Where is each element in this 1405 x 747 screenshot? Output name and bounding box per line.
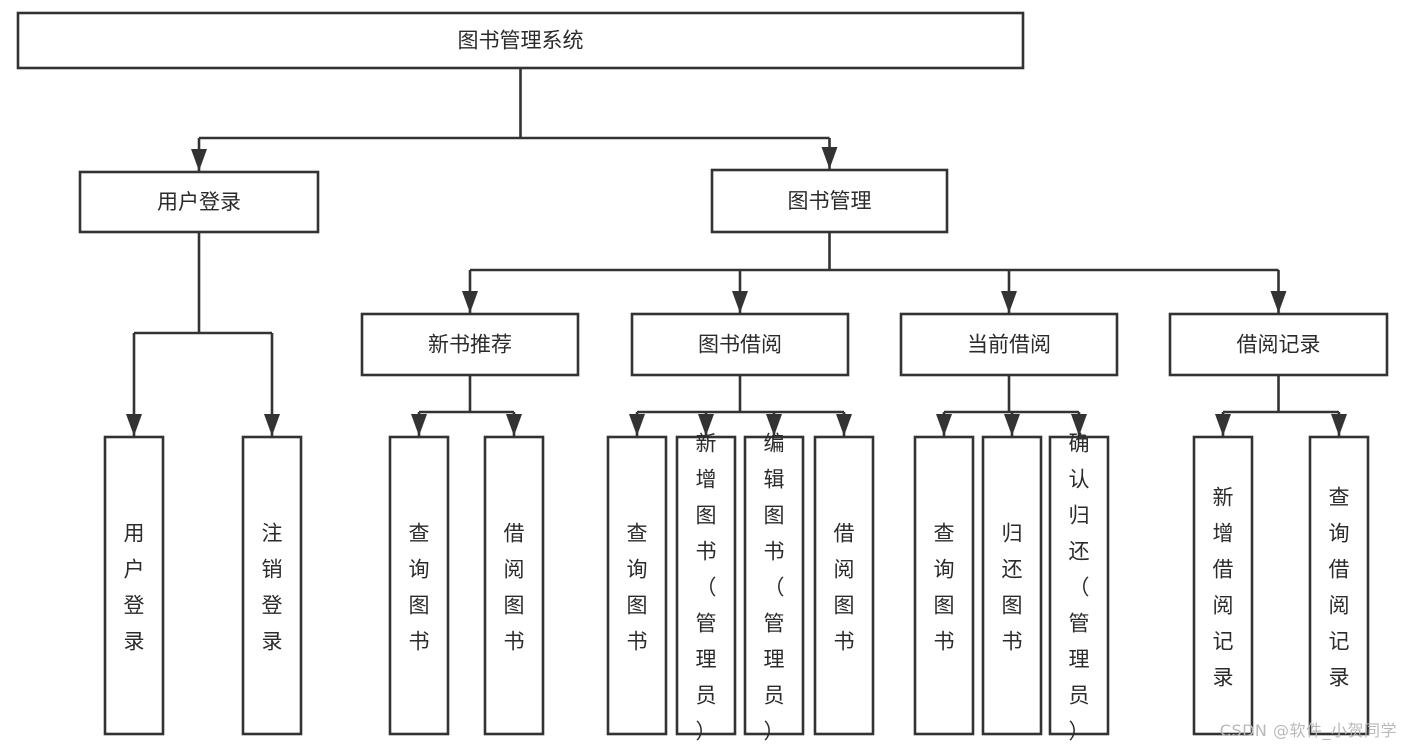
node-l1-图书管理[interactable]: 图书管理 bbox=[710, 168, 949, 234]
leaf-8-查询图书-label: 查询图书 bbox=[934, 522, 955, 654]
leaf-4-查询图书-label: 查询图书 bbox=[627, 522, 648, 654]
leaf-5-新增图书管理员-rect[interactable] bbox=[675, 435, 737, 736]
node-root-图书管理系统-rect[interactable] bbox=[16, 11, 1025, 70]
node-l2-新书推荐-rect[interactable] bbox=[360, 312, 580, 377]
csdn-watermark: CSDN @软件_小贺同学 bbox=[1219, 721, 1397, 740]
leaf-11-新增借阅记录-label: 新增借阅记录 bbox=[1213, 486, 1234, 690]
leaf-2-查询图书[interactable]: 查询图书 bbox=[388, 435, 450, 736]
arrow-当前借阅-to-查询图书 bbox=[936, 414, 952, 436]
leaf-12-查询借阅记录-rect[interactable] bbox=[1308, 435, 1370, 736]
arrow-root-to-用户登录 bbox=[191, 149, 207, 171]
node-l1-用户登录-label: 用户登录 bbox=[157, 190, 241, 214]
leaf-11-新增借阅记录[interactable]: 新增借阅记录 bbox=[1192, 435, 1254, 736]
node-root-图书管理系统[interactable]: 图书管理系统 bbox=[16, 11, 1025, 70]
leaf-7-借阅图书-label: 借阅图书 bbox=[834, 522, 855, 654]
leaf-2-查询图书-rect[interactable] bbox=[388, 435, 450, 736]
arrow-当前借阅-to-确认归还管理员 bbox=[1071, 414, 1087, 436]
leaf-5-新增图书管理员[interactable]: 新增图书（管理员） bbox=[675, 432, 737, 744]
node-l1-图书管理-label: 图书管理 bbox=[788, 189, 872, 213]
node-l2-图书借阅-rect[interactable] bbox=[630, 312, 850, 377]
node-l2-当前借阅-label: 当前借阅 bbox=[967, 333, 1051, 357]
node-l2-新书推荐[interactable]: 新书推荐 bbox=[360, 312, 580, 377]
arrow-books-to-新书推荐 bbox=[462, 291, 478, 313]
leaf-6-编辑图书管理员[interactable]: 编辑图书（管理员） bbox=[743, 432, 805, 744]
arrow-借阅记录-to-查询借阅记录 bbox=[1331, 414, 1347, 436]
connector-layer bbox=[126, 68, 1347, 436]
arrow-books-to-图书借阅 bbox=[732, 291, 748, 313]
leaf-3-借阅图书[interactable]: 借阅图书 bbox=[483, 435, 545, 736]
leaf-1-注销登录-label: 注销登录 bbox=[262, 522, 283, 654]
leaf-9-归还图书-label: 归还图书 bbox=[1002, 522, 1023, 654]
node-l2-借阅记录[interactable]: 借阅记录 bbox=[1168, 312, 1389, 377]
arrow-图书借阅-to-编辑图书管理员 bbox=[766, 414, 782, 436]
leaf-0-用户登录[interactable]: 用户登录 bbox=[103, 435, 165, 736]
leaf-12-查询借阅记录[interactable]: 查询借阅记录 bbox=[1308, 435, 1370, 736]
leaf-3-借阅图书-label: 借阅图书 bbox=[504, 522, 525, 654]
leaf-10-确认归还管理员-label: 确认归还（管理员） bbox=[1069, 432, 1090, 744]
node-root-图书管理系统-label: 图书管理系统 bbox=[458, 29, 584, 53]
leaf-12-查询借阅记录-label: 查询借阅记录 bbox=[1329, 486, 1350, 690]
leaf-8-查询图书[interactable]: 查询图书 bbox=[913, 435, 975, 736]
leaf-0-用户登录-label: 用户登录 bbox=[124, 522, 145, 654]
leaf-6-编辑图书管理员-rect[interactable] bbox=[743, 435, 805, 736]
leaf-2-查询图书-label: 查询图书 bbox=[409, 522, 430, 654]
leaf-7-借阅图书-rect[interactable] bbox=[813, 435, 875, 736]
node-l2-借阅记录-rect[interactable] bbox=[1168, 312, 1389, 377]
leaf-7-借阅图书[interactable]: 借阅图书 bbox=[813, 435, 875, 736]
leaf-9-归还图书[interactable]: 归还图书 bbox=[981, 435, 1043, 736]
arrow-图书借阅-to-新增图书管理员 bbox=[698, 414, 714, 436]
node-l2-当前借阅[interactable]: 当前借阅 bbox=[899, 312, 1119, 377]
leaf-10-确认归还管理员[interactable]: 确认归还（管理员） bbox=[1048, 432, 1110, 744]
leaf-9-归还图书-rect[interactable] bbox=[981, 435, 1043, 736]
arrow-用户登录-to-注销登录 bbox=[264, 414, 280, 436]
node-l1-用户登录[interactable]: 用户登录 bbox=[78, 170, 320, 234]
leaf-1-注销登录-rect[interactable] bbox=[241, 435, 303, 736]
node-l1-用户登录-rect[interactable] bbox=[78, 170, 320, 234]
node-l2-当前借阅-rect[interactable] bbox=[899, 312, 1119, 377]
arrow-借阅记录-to-新增借阅记录 bbox=[1215, 414, 1231, 436]
leaf-3-借阅图书-rect[interactable] bbox=[483, 435, 545, 736]
leaf-11-新增借阅记录-rect[interactable] bbox=[1192, 435, 1254, 736]
arrow-用户登录-to-用户登录 bbox=[126, 414, 142, 436]
leaf-10-确认归还管理员-rect[interactable] bbox=[1048, 435, 1110, 736]
arrow-root-to-图书管理 bbox=[821, 147, 838, 169]
arrow-新书推荐-to-借阅图书 bbox=[506, 414, 522, 436]
leaf-4-查询图书-rect[interactable] bbox=[606, 435, 668, 736]
leaf-6-编辑图书管理员-label: 编辑图书（管理员） bbox=[764, 432, 785, 744]
node-layer: 图书管理系统用户登录图书管理新书推荐图书借阅当前借阅借阅记录用户登录注销登录查询… bbox=[16, 11, 1389, 744]
node-l2-图书借阅[interactable]: 图书借阅 bbox=[630, 312, 850, 377]
leaf-8-查询图书-rect[interactable] bbox=[913, 435, 975, 736]
node-l1-图书管理-rect[interactable] bbox=[710, 168, 949, 234]
leaf-5-新增图书管理员-label: 新增图书（管理员） bbox=[696, 432, 717, 744]
leaf-1-注销登录[interactable]: 注销登录 bbox=[241, 435, 303, 736]
arrow-新书推荐-to-查询图书 bbox=[411, 414, 427, 436]
arrow-当前借阅-to-归还图书 bbox=[1004, 414, 1020, 436]
leaf-0-用户登录-rect[interactable] bbox=[103, 435, 165, 736]
arrow-books-to-当前借阅 bbox=[1001, 291, 1017, 313]
arrow-图书借阅-to-查询图书 bbox=[629, 414, 645, 436]
arrow-图书借阅-to-借阅图书 bbox=[836, 414, 852, 436]
node-l2-图书借阅-label: 图书借阅 bbox=[698, 333, 782, 357]
leaf-4-查询图书[interactable]: 查询图书 bbox=[606, 435, 668, 736]
node-l2-新书推荐-label: 新书推荐 bbox=[428, 333, 512, 357]
node-l2-借阅记录-label: 借阅记录 bbox=[1237, 333, 1321, 357]
arrow-books-to-借阅记录 bbox=[1270, 291, 1287, 313]
